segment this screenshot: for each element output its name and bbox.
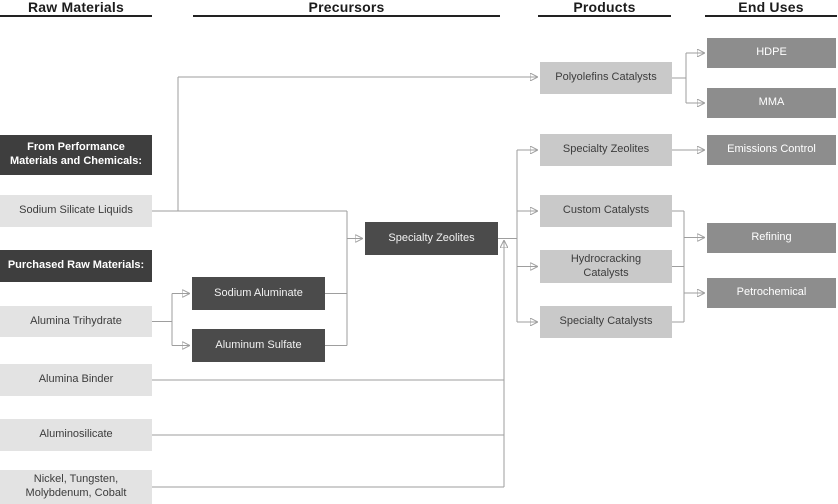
node-nickel-tungsten-molybdenum-cobalt: Nickel, Tungsten, Molybdenum, Cobalt xyxy=(0,470,152,504)
node-aluminosilicate: Aluminosilicate xyxy=(0,419,152,451)
node-specialty-catalysts: Specialty Catalysts xyxy=(540,306,672,338)
node-emissions-control: Emissions Control xyxy=(707,135,836,165)
node-petrochemical: Petrochemical xyxy=(707,278,836,308)
node-purchased-raw-materials-header: Purchased Raw Materials: xyxy=(0,250,152,282)
column-header-products: Products xyxy=(538,0,671,17)
node-specialty-zeolites-precursor: Specialty Zeolites xyxy=(365,222,498,255)
node-aluminum-sulfate: Aluminum Sulfate xyxy=(192,329,325,362)
node-sodium-aluminate: Sodium Aluminate xyxy=(192,277,325,310)
node-polyolefins-catalysts: Polyolefins Catalysts xyxy=(540,62,672,94)
node-from-performance-materials-header: From Performance Materials and Chemicals… xyxy=(0,135,152,175)
node-custom-catalysts: Custom Catalysts xyxy=(540,195,672,227)
node-refining: Refining xyxy=(707,223,836,253)
node-sodium-silicate-liquids: Sodium Silicate Liquids xyxy=(0,195,152,227)
node-specialty-zeolites-product: Specialty Zeolites xyxy=(540,134,672,166)
node-hdpe: HDPE xyxy=(707,38,836,68)
column-header-raw-materials: Raw Materials xyxy=(0,0,152,17)
node-alumina-trihydrate: Alumina Trihydrate xyxy=(0,306,152,337)
node-hydrocracking-catalysts: Hydrocracking Catalysts xyxy=(540,250,672,283)
column-header-end-uses: End Uses xyxy=(705,0,837,17)
node-alumina-binder: Alumina Binder xyxy=(0,364,152,396)
node-mma: MMA xyxy=(707,88,836,118)
column-header-precursors: Precursors xyxy=(193,0,500,17)
